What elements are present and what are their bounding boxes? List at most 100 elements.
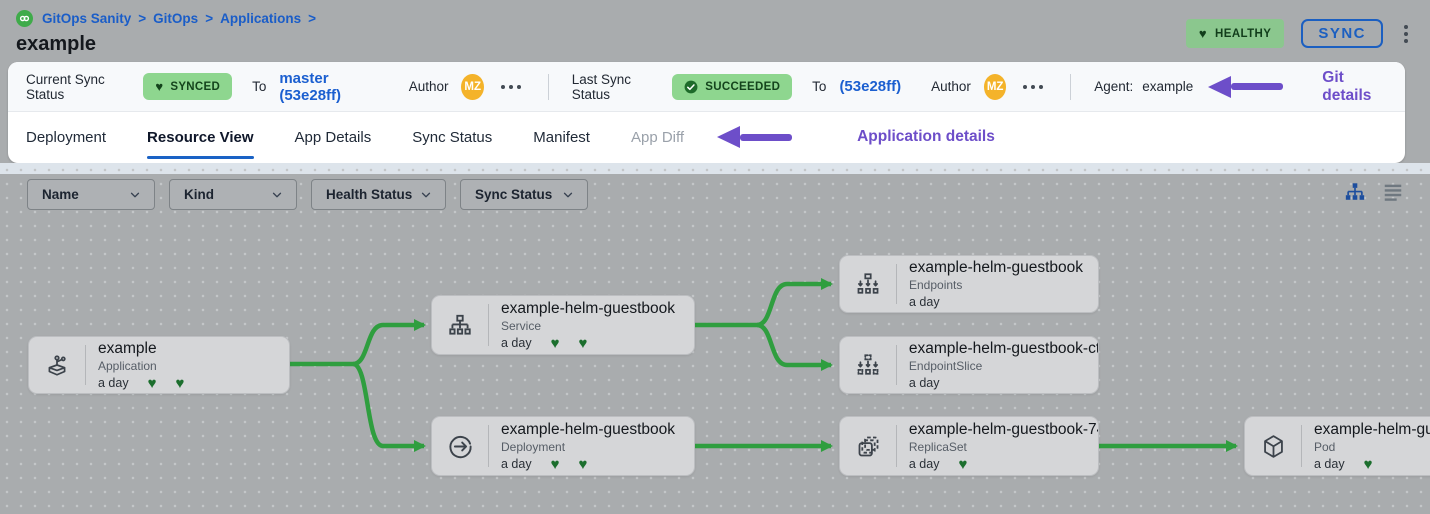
chevron-down-icon: [563, 192, 573, 197]
heart-icon: ♥: [578, 335, 588, 351]
breadcrumb-link-gitops[interactable]: GitOps: [153, 11, 199, 26]
node-age: a day: [501, 457, 532, 471]
gitops-logo-icon: [16, 10, 33, 27]
health-status-filter-dropdown[interactable]: Health Status: [311, 179, 446, 210]
sync-status-bar: Current Sync Status ♥ SYNCED To master (…: [8, 62, 1405, 112]
application-icon: [38, 352, 76, 378]
tree-view-toggle-icon[interactable]: [1344, 181, 1366, 203]
node-kind: EndpointSlice: [908, 359, 983, 373]
application-details-annotation: Application details: [857, 128, 995, 145]
name-filter-label: Name: [42, 187, 79, 202]
node-title: example-helm-guest: [1314, 421, 1430, 438]
app-tabs: Deployment Resource View App Details Syn…: [8, 112, 1405, 162]
node-kind: Deployment: [501, 440, 566, 454]
heart-icon: ♥: [550, 335, 560, 351]
last-sync-more-icon[interactable]: [1019, 81, 1047, 93]
agent-info: Agent: example: [1094, 79, 1193, 94]
git-details-annotation: Git details: [1322, 68, 1372, 104]
node-age: a day: [98, 376, 129, 390]
breadcrumb: GitOps Sanity > GitOps > Applications >: [16, 10, 1414, 27]
heart-icon: ♥: [578, 456, 588, 472]
divider: [1070, 73, 1072, 100]
last-sync-target-link[interactable]: (53e28ff): [839, 78, 902, 95]
more-actions-menu-icon[interactable]: [1400, 23, 1412, 45]
service-icon: [441, 312, 479, 338]
top-bar: GitOps Sanity > GitOps > Applications > …: [0, 0, 1430, 62]
divider: [547, 73, 549, 100]
endpoints-icon: [849, 271, 887, 297]
resource-tree-canvas: Name Kind Health Status Sync Status: [0, 163, 1430, 514]
author-avatar: MZ: [983, 73, 1007, 100]
check-circle-icon: [684, 80, 698, 93]
resource-node-endpoints[interactable]: example-helm-guestbook Endpoints a day: [839, 255, 1099, 313]
node-title: example-helm-guestbook: [501, 421, 676, 438]
breadcrumb-link-gitops-sanity[interactable]: GitOps Sanity: [42, 11, 132, 26]
replicaset-icon: [849, 433, 887, 460]
heart-icon: ♥: [175, 375, 185, 391]
deployment-icon: [441, 433, 479, 460]
tab-sync-status[interactable]: Sync Status: [412, 128, 493, 146]
resource-node-service[interactable]: example-helm-guestbook Service a day♥♥: [431, 295, 695, 355]
heart-icon: ♥: [1198, 26, 1208, 41]
breadcrumb-separator: >: [138, 11, 147, 26]
resource-node-pod[interactable]: example-helm-guest Pod a day ♥: [1244, 416, 1430, 476]
kind-filter-label: Kind: [184, 187, 214, 202]
node-kind: Application: [98, 359, 157, 373]
current-sync-status-label: Current Sync Status: [26, 71, 105, 102]
current-sync-target-link[interactable]: master (53e28ff): [279, 69, 342, 104]
node-title: example: [98, 340, 157, 357]
tab-manifest[interactable]: Manifest: [533, 128, 590, 146]
filter-bar: Name Kind Health Status Sync Status: [27, 179, 588, 210]
sync-status-filter-dropdown[interactable]: Sync Status: [460, 179, 588, 210]
current-sync-more-icon[interactable]: [497, 81, 525, 93]
sync-status-filter-label: Sync Status: [475, 187, 553, 202]
succeeded-badge: SUCCEEDED: [672, 73, 793, 100]
page-title: example: [16, 33, 97, 55]
breadcrumb-separator: >: [308, 11, 316, 26]
heart-icon: ♥: [958, 456, 968, 472]
chevron-down-icon: [421, 192, 431, 197]
tab-resource-view[interactable]: Resource View: [147, 112, 254, 162]
resource-node-application-example[interactable]: example Application a day ♥ ♥: [28, 336, 290, 394]
tab-app-diff[interactable]: App Diff: [630, 128, 685, 146]
to-label: To: [812, 79, 827, 94]
tab-deployment[interactable]: Deployment: [26, 128, 107, 146]
agent-value: example: [1142, 79, 1194, 94]
resource-node-endpointslice[interactable]: example-helm-guestbook-ct... EndpointSli…: [839, 336, 1099, 394]
node-age: a day: [1314, 457, 1345, 471]
node-age: a day: [501, 336, 532, 350]
health-status-badge: ♥ HEALTHY: [1185, 19, 1285, 48]
node-kind: Endpoints: [909, 278, 963, 292]
resource-node-replicaset[interactable]: example-helm-guestbook-74... ReplicaSet …: [839, 416, 1099, 476]
name-filter-dropdown[interactable]: Name: [27, 179, 155, 210]
tab-app-details[interactable]: App Details: [294, 128, 372, 146]
resource-node-deployment[interactable]: example-helm-guestbook Deployment a day ♥…: [431, 416, 695, 476]
sync-button[interactable]: SYNC: [1301, 19, 1383, 48]
node-age: a day: [909, 295, 940, 309]
pod-icon: [1254, 433, 1292, 460]
author-label: Author: [408, 79, 449, 94]
node-age: a day: [908, 457, 940, 471]
app-summary-card: Current Sync Status ♥ SYNCED To master (…: [8, 62, 1405, 163]
kind-filter-dropdown[interactable]: Kind: [169, 179, 297, 210]
heart-icon: ♥: [147, 375, 157, 391]
node-kind: Service: [501, 319, 542, 333]
synced-badge: ♥ SYNCED: [143, 73, 233, 100]
breadcrumb-link-applications[interactable]: Applications: [220, 11, 302, 26]
application-details-arrow: [717, 126, 793, 148]
heart-icon: ♥: [1363, 456, 1373, 472]
top-actions: ♥ HEALTHY SYNC: [1185, 19, 1412, 48]
node-kind: Pod: [1314, 440, 1336, 454]
endpointslice-icon: [849, 352, 887, 378]
node-kind: ReplicaSet: [908, 440, 967, 454]
chevron-down-icon: [130, 192, 140, 197]
heart-icon: ♥: [155, 79, 164, 94]
heart-icon: ♥: [550, 456, 560, 472]
node-title: example-helm-guestbook-ct...: [908, 340, 1098, 357]
chevron-down-icon: [272, 192, 282, 197]
author-avatar: MZ: [461, 73, 484, 100]
agent-label: Agent:: [1094, 79, 1134, 94]
synced-badge-label: SYNCED: [170, 80, 221, 93]
view-toggles: [1344, 181, 1404, 203]
list-view-toggle-icon[interactable]: [1382, 181, 1404, 203]
